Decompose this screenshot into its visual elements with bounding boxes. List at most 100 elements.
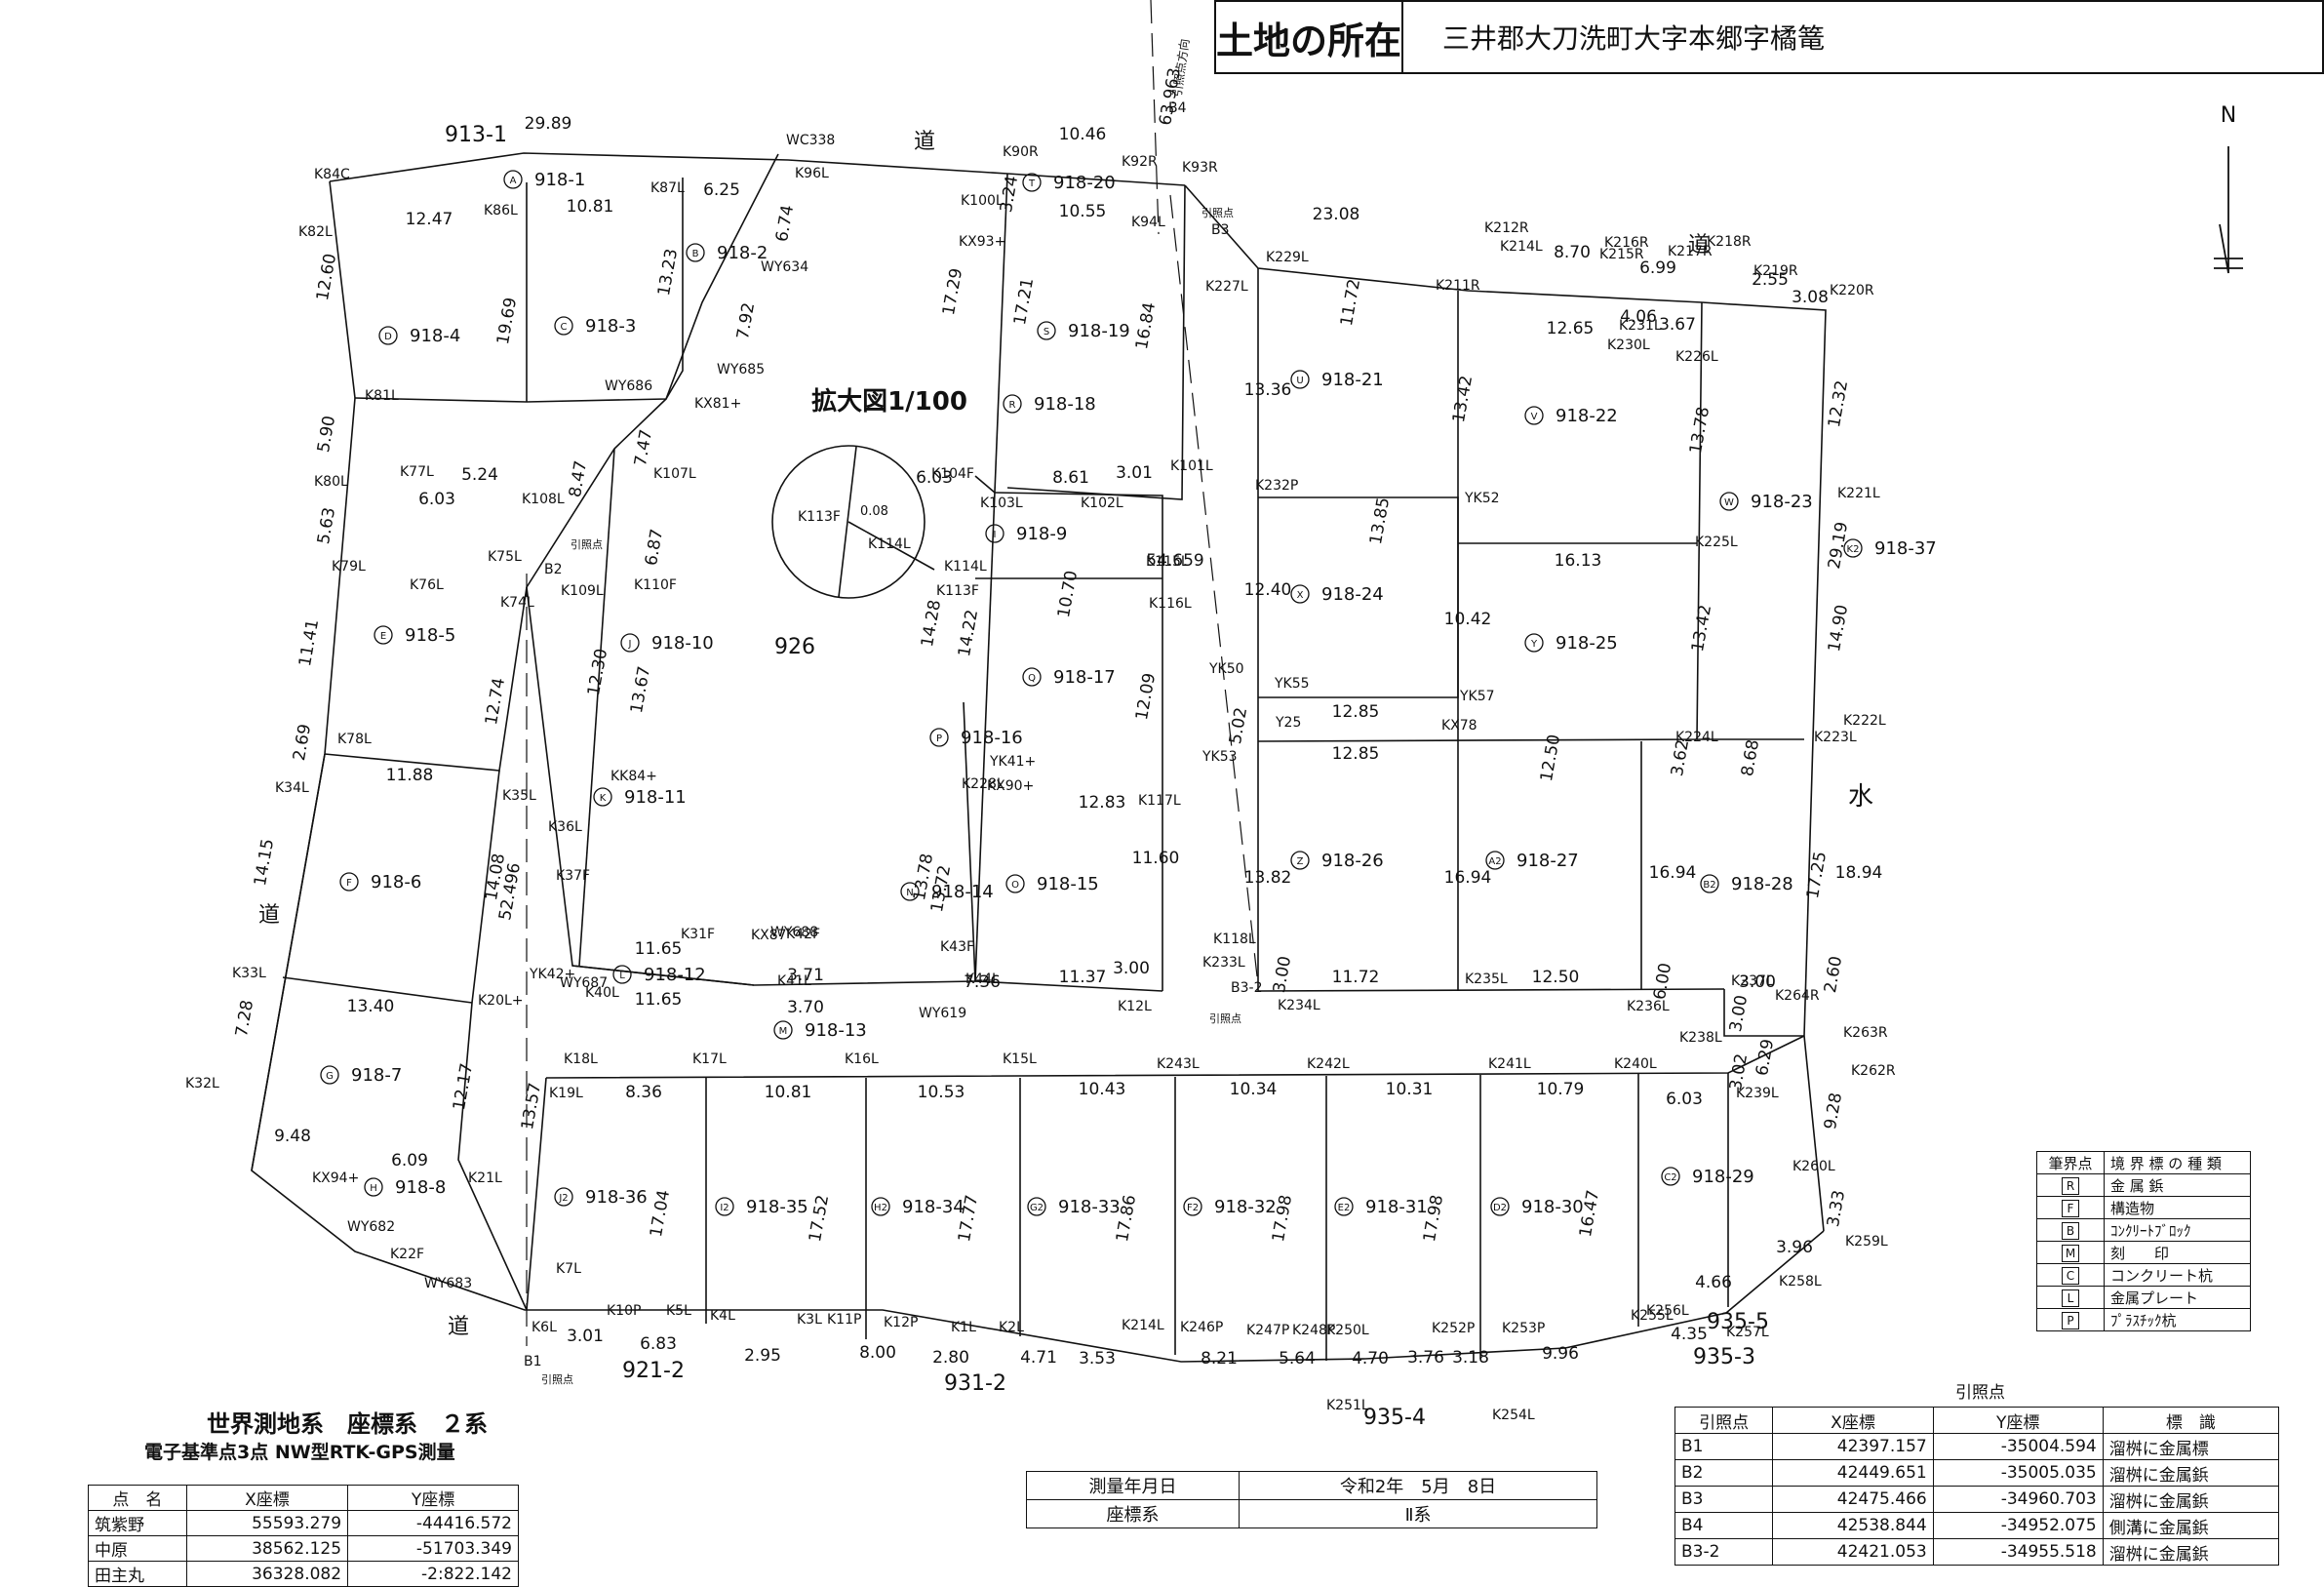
point-label: K214L	[1500, 239, 1543, 255]
dimension-label: 4.35	[1671, 1325, 1708, 1344]
parcel-mark: U	[1296, 376, 1303, 386]
point-label: KX87	[751, 928, 787, 943]
parcel-number: 918-1	[534, 170, 585, 190]
legend-label: 金属プレート	[2104, 1286, 2251, 1309]
parcel-mark-icon	[554, 316, 573, 336]
waterway-label: 水	[1848, 782, 1873, 812]
point-label: YK42+	[529, 967, 575, 982]
marker-symbol-icon: M	[2062, 1244, 2079, 1262]
point-label: YK53	[1201, 749, 1238, 765]
ref-y: -34955.518	[1932, 1538, 2104, 1566]
reference-marker: B1	[524, 1354, 542, 1369]
adjacent-parcel-label: 935-5	[1707, 1310, 1769, 1334]
dimension-label: 10.34	[1230, 1080, 1278, 1099]
dimension-label: 8.61	[1052, 468, 1089, 488]
parcel-mark: H	[370, 1183, 377, 1194]
point-label: K118L	[1213, 932, 1256, 947]
dimension-label: 19.69	[493, 296, 521, 345]
point-label: K263R	[1843, 1025, 1888, 1041]
point-label: K226L	[1675, 349, 1718, 365]
point-label: K16L	[845, 1051, 879, 1067]
adjacent-parcel-label: 935-4	[1363, 1406, 1426, 1430]
point-label: YK41+	[989, 754, 1036, 770]
parcel-number: 918-3	[585, 316, 636, 337]
parcel-mark: D2	[1493, 1203, 1507, 1213]
point-label: K77L	[400, 464, 434, 480]
ref-name: B3	[1674, 1486, 1774, 1513]
table-row: B2 42449.651 -35005.035 溜桝に金属鋲	[1674, 1459, 2280, 1487]
point-label: KX81+	[694, 396, 741, 412]
point-label: K236L	[1627, 999, 1670, 1014]
point-label: K41L	[777, 973, 811, 989]
point-label: YK55	[1274, 676, 1310, 692]
dimension-label: 3.01	[1116, 463, 1153, 483]
point-label: K17L	[692, 1051, 727, 1067]
ref-y: -35004.594	[1932, 1433, 2104, 1460]
dimension-label: 12.09	[1132, 671, 1160, 721]
dimension-label: 3.67	[1659, 315, 1696, 335]
point-label: K223L	[1814, 730, 1857, 745]
parcel-mark: J	[628, 639, 632, 650]
north-label: N	[2221, 103, 2236, 128]
point-label: KX90+	[987, 778, 1034, 794]
parcel-mark: I	[994, 530, 997, 540]
point-label: K101L	[1170, 458, 1213, 474]
dimension-label: 3.00	[1270, 955, 1295, 995]
point-label: K258L	[1779, 1274, 1822, 1289]
point-label: K4L	[710, 1308, 735, 1324]
point-label: K250L	[1326, 1323, 1369, 1338]
parcel-mark-icon	[339, 872, 359, 892]
dimension-label: 8.21	[1201, 1349, 1238, 1369]
reference-marker: B3	[1211, 222, 1230, 238]
point-label: K76L	[410, 577, 444, 593]
point-label: K35L	[502, 788, 536, 804]
dimension-label: 10.55	[1059, 202, 1107, 221]
legend-label: コンクリート杭	[2104, 1263, 2251, 1287]
parcel-mark-icon	[503, 170, 523, 189]
dimension-label: 6.03	[916, 468, 953, 488]
dimension-label: 3.53	[1079, 1349, 1116, 1369]
dimension-label: 9.48	[274, 1127, 311, 1146]
dimension-label: 16.84	[1132, 300, 1160, 350]
dimension-label: 17.04	[647, 1188, 674, 1238]
enlarged-point-label: K113F	[798, 509, 841, 525]
road-label: 道	[914, 130, 935, 154]
point-label: K243L	[1157, 1056, 1200, 1072]
parcel-number: 918-30	[1521, 1197, 1584, 1217]
point-label: K217R	[1668, 244, 1713, 259]
parcel-mark-icon	[612, 965, 632, 984]
dimension-label: 3.96	[1776, 1238, 1813, 1257]
parcel-number: 918-18	[1034, 394, 1096, 415]
parcel-number: 918-27	[1517, 851, 1579, 871]
dimension-label: 12.17	[450, 1061, 477, 1111]
reference-marker: B2	[544, 562, 563, 577]
table-header-row: 引照点 X座標 Y座標 標 識	[1674, 1407, 2280, 1434]
dimension-label: 10.31	[1386, 1080, 1434, 1099]
point-label: K78L	[337, 732, 372, 747]
point-label: K214L	[1122, 1318, 1164, 1333]
dimension-label: 10.43	[1079, 1080, 1126, 1099]
dimension-label: 2.80	[932, 1348, 969, 1368]
parcel-mark: Q	[1028, 673, 1036, 684]
dimension-label: 4.66	[1695, 1273, 1732, 1292]
point-label: K234L	[1278, 998, 1320, 1013]
point-label: K224L	[1675, 730, 1718, 745]
station-x: 36328.082	[185, 1561, 349, 1587]
table-row: B1 42397.157 -35004.594 溜桝に金属標	[1674, 1433, 2280, 1460]
point-label: WY619	[919, 1006, 966, 1021]
dimension-label: 12.83	[1079, 793, 1126, 813]
reference-point-caption: 引照点	[571, 537, 603, 551]
parcel-mark-icon	[1005, 874, 1025, 893]
parcel-mark: D	[384, 332, 392, 342]
point-label: K93R	[1182, 160, 1218, 176]
dimension-label: 10.81	[765, 1083, 812, 1102]
point-label: K90R	[1003, 144, 1039, 160]
reference-points-title: 引照点	[1955, 1383, 2005, 1403]
point-label: K256L	[1646, 1303, 1689, 1319]
parcel-mark-icon	[871, 1197, 890, 1216]
dimension-label: 3.08	[1792, 288, 1829, 307]
point-label: K107L	[653, 466, 696, 482]
point-label: Y25	[1275, 715, 1301, 731]
parcel-number: 918-35	[746, 1197, 808, 1217]
dimension-label: 3.76	[1407, 1348, 1444, 1368]
